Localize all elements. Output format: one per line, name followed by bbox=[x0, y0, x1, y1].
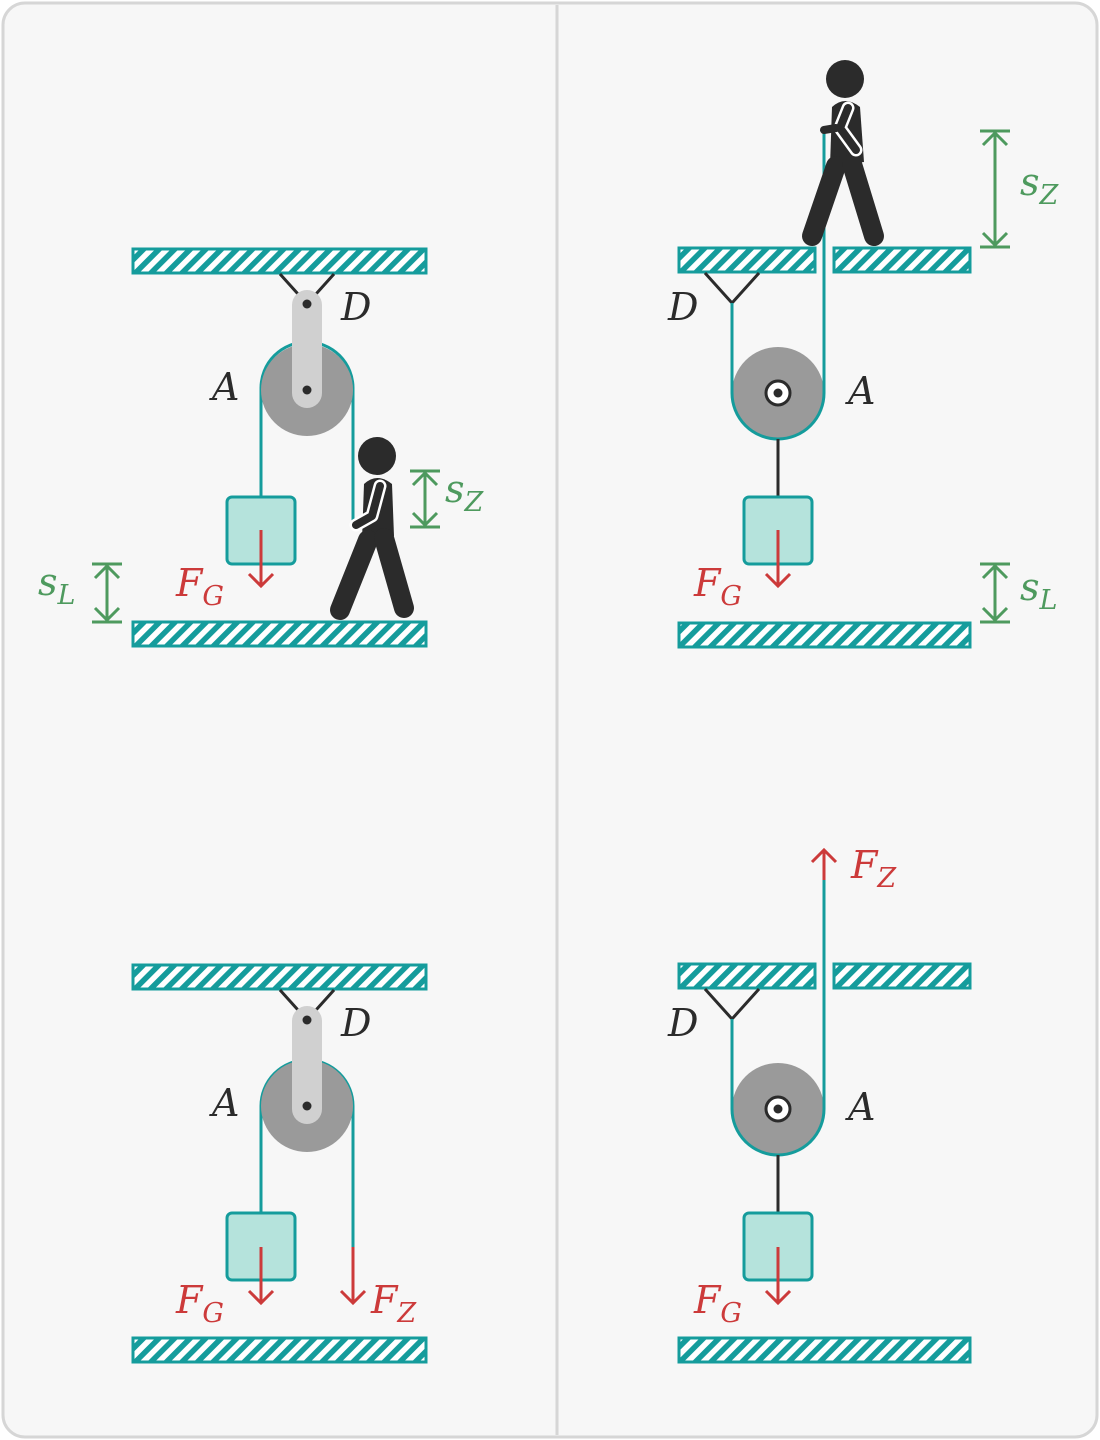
pulley-bracket bbox=[292, 1006, 322, 1124]
panel-bottom-left: D A FG FZ bbox=[131, 963, 428, 1364]
label-sZ-sub: Z bbox=[464, 487, 485, 518]
distance-marker-sL bbox=[92, 562, 122, 624]
ceiling bbox=[131, 247, 428, 275]
label-A: A bbox=[845, 1085, 875, 1129]
ceiling-right bbox=[832, 962, 972, 990]
label-FG-sub: G bbox=[202, 1298, 224, 1329]
label-A: A bbox=[209, 1081, 239, 1125]
label-sL-sub: L bbox=[57, 580, 76, 611]
label-FZ-sub: Z bbox=[876, 863, 897, 894]
label-sL-sub: L bbox=[1039, 585, 1058, 616]
label-FG-main: F bbox=[175, 561, 204, 605]
label-sZ-main: s bbox=[445, 467, 465, 511]
force-arrowhead-FZ bbox=[810, 847, 838, 864]
panel-top-left: D A FG sZ sL bbox=[38, 247, 485, 648]
label-sL-main: s bbox=[1020, 565, 1040, 609]
label-FG-sub: G bbox=[720, 1298, 742, 1329]
label-FG-main: F bbox=[693, 1278, 722, 1322]
walking-person-icon bbox=[330, 437, 414, 620]
label-D: D bbox=[340, 285, 371, 329]
label-A: A bbox=[845, 369, 875, 413]
label-FG: FG bbox=[175, 561, 224, 612]
distance-marker-sL bbox=[980, 562, 1010, 624]
label-sZ-main: s bbox=[1020, 160, 1040, 204]
floor bbox=[677, 1336, 972, 1364]
label-A: A bbox=[209, 365, 239, 409]
force-arrowhead-FG bbox=[764, 1289, 792, 1306]
axle-point bbox=[773, 1104, 783, 1114]
pulley-bracket bbox=[292, 290, 322, 408]
force-arrowhead-FG bbox=[764, 572, 792, 589]
label-FG: FG bbox=[693, 561, 742, 612]
label-D: D bbox=[340, 1001, 371, 1045]
label-FZ-sub: Z bbox=[396, 1298, 417, 1329]
label-D: D bbox=[667, 285, 698, 329]
label-FG-main: F bbox=[175, 1278, 204, 1322]
label-FZ: FZ bbox=[850, 843, 897, 894]
label-sL: sL bbox=[38, 560, 75, 611]
floor bbox=[677, 621, 972, 649]
axle-point bbox=[302, 1101, 312, 1111]
ceiling-left bbox=[677, 246, 817, 274]
panel-bottom-right: D A FG FZ bbox=[667, 843, 972, 1364]
label-sL-main: s bbox=[38, 560, 58, 604]
label-FG-main: F bbox=[693, 561, 722, 605]
walking-person-icon bbox=[802, 60, 884, 246]
label-FZ-main: F bbox=[370, 1278, 399, 1322]
label-sZ: sZ bbox=[1020, 160, 1060, 211]
label-FG: FG bbox=[693, 1278, 742, 1329]
label-FG: FG bbox=[175, 1278, 224, 1329]
label-FZ: FZ bbox=[370, 1278, 417, 1329]
label-sZ-sub: Z bbox=[1039, 180, 1060, 211]
ceiling bbox=[131, 963, 428, 991]
ceiling-left bbox=[677, 962, 817, 990]
axle-point bbox=[773, 388, 783, 398]
label-D: D bbox=[667, 1001, 698, 1045]
label-FZ-main: F bbox=[850, 843, 879, 887]
label-sZ: sZ bbox=[445, 467, 485, 518]
axle-point bbox=[302, 385, 312, 395]
panel-top-right: D A FG sZ sL bbox=[667, 60, 1060, 649]
label-sL: sL bbox=[1020, 565, 1057, 616]
force-arrowhead-FZ bbox=[339, 1289, 367, 1306]
distance-marker-sZ bbox=[410, 469, 440, 529]
distance-marker-sZ bbox=[980, 129, 1010, 249]
ceiling-right bbox=[832, 246, 972, 274]
floor bbox=[131, 620, 428, 648]
label-FG-sub: G bbox=[202, 581, 224, 612]
force-arrowhead-FG bbox=[247, 1289, 275, 1306]
label-FG-sub: G bbox=[720, 581, 742, 612]
floor bbox=[131, 1336, 428, 1364]
pivot-point bbox=[302, 1015, 312, 1025]
force-arrowhead-FG bbox=[247, 572, 275, 589]
pivot-point bbox=[302, 299, 312, 309]
